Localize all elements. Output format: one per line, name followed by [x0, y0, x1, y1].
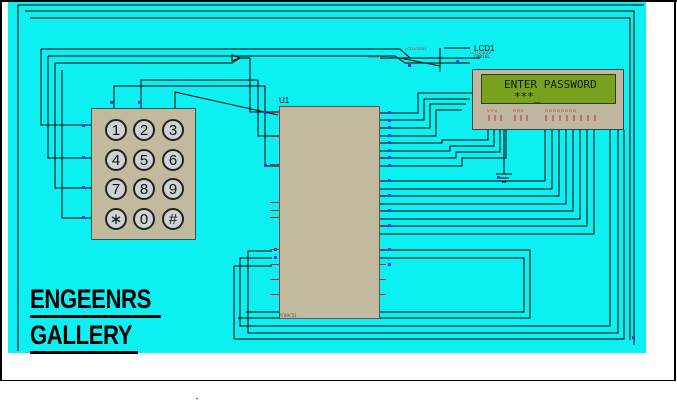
keypad-key[interactable]: 4	[105, 149, 127, 171]
svg-text:R R E: R R E	[513, 108, 524, 113]
keypad-key[interactable]: 9	[162, 178, 184, 200]
brand-underline-2	[30, 351, 138, 354]
microcontroller-component[interactable]	[279, 106, 380, 319]
svg-text:D D D D D D D D: D D D D D D D D	[545, 108, 576, 113]
keypad-key[interactable]: 3	[162, 119, 184, 141]
window-border-right	[674, 2, 676, 381]
lcd-model-label: LM016L	[474, 54, 490, 59]
lcd-reference-label: LCD1	[474, 44, 495, 53]
svg-text:LCD1/VSS1: LCD1/VSS1	[405, 46, 427, 51]
svg-text:LCD1/VDD1: LCD1/VDD1	[470, 50, 493, 55]
lcd-screen: ENTER PASSWORD ***_	[481, 74, 616, 104]
keypad-key[interactable]: ∗	[105, 208, 127, 230]
keypad-key[interactable]: 6	[162, 149, 184, 171]
keypad-key[interactable]: 8	[133, 178, 155, 200]
brand-underline-1	[30, 315, 161, 318]
keypad-key[interactable]: 5	[133, 149, 155, 171]
window-border-bottom	[0, 380, 676, 381]
keypad-key[interactable]: #	[162, 208, 184, 230]
keypad-component[interactable]: 1 2 3 4 5 6 7 8 9 ∗ 0 #	[91, 108, 196, 240]
mcu-model-label: AT89C51	[279, 313, 297, 318]
lcd-display-line-2: ***_	[514, 90, 541, 103]
mcu-reference-label: U1	[279, 96, 290, 105]
svg-text:LCD1/VEE1: LCD1/VEE1	[368, 54, 390, 59]
lcd-display-line-1: ENTER PASSWORD	[504, 78, 597, 91]
keypad-key[interactable]: 0	[133, 208, 155, 230]
keypad-key[interactable]: 7	[105, 178, 127, 200]
brand-title-line-2: GALLERY	[30, 320, 133, 350]
lcd-component[interactable]: ENTER PASSWORD ***_ V V V R R E D D D D D …	[472, 69, 624, 130]
window-border-left	[0, 2, 2, 381]
window-border-top	[0, 0, 677, 2]
svg-text:V V V: V V V	[487, 108, 498, 113]
brand-title-line-1: ENGEENRS	[30, 284, 151, 314]
keypad-key[interactable]: 1	[105, 119, 127, 141]
keypad-key[interactable]: 2	[133, 119, 155, 141]
stray-mark: ˇ	[195, 398, 200, 408]
